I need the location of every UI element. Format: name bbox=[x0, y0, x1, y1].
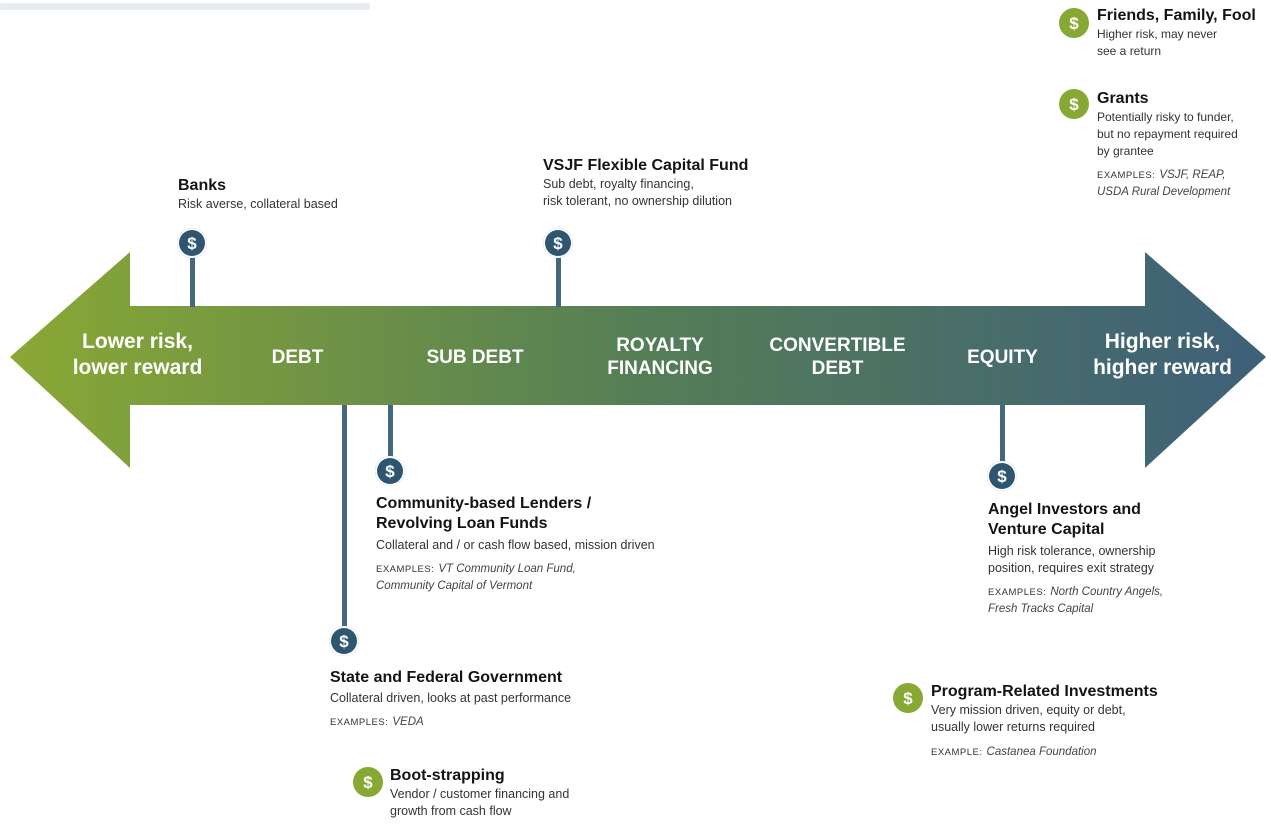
banks-stem bbox=[190, 255, 195, 307]
community-dollar-icon: $ bbox=[375, 456, 405, 486]
grants-examples: EXAMPLES:VSJF, REAP, bbox=[1097, 169, 1226, 181]
bootstrapping-callout: Boot-strapping Vendor / customer financi… bbox=[390, 767, 570, 818]
government-stem bbox=[342, 405, 347, 630]
pri-callout: Program-Related Investments Very mission… bbox=[931, 682, 1158, 761]
vsjf-dollar-icon: $ bbox=[543, 228, 573, 258]
grants-callout: Grants Potentially risky to funder, but … bbox=[1097, 90, 1238, 198]
government-examples: EXAMPLES:VEDA bbox=[330, 716, 424, 728]
left-end-label: Lower risk,lower reward bbox=[72, 330, 203, 379]
vsjf-stem bbox=[556, 255, 561, 307]
vsjf-callout: VSJF Flexible Capital Fund Sub debt, roy… bbox=[543, 157, 749, 208]
vsjf-title: VSJF Flexible Capital Fund bbox=[543, 157, 749, 174]
community-callout: Community-based Lenders / Revolving Loan… bbox=[376, 495, 655, 592]
right-end-label: Higher risk,higher reward bbox=[1093, 330, 1232, 379]
risk-spectrum-arrow bbox=[10, 252, 1266, 468]
banks-dollar-icon: $ bbox=[177, 228, 207, 258]
community-examples: EXAMPLES:VT Community Loan Fund, bbox=[376, 563, 576, 575]
friends-dollar-icon: $ bbox=[1059, 8, 1089, 38]
banks-desc: Risk averse, collateral based bbox=[178, 197, 338, 211]
friends-callout: Friends, Family, Fool Higher risk, may n… bbox=[1097, 7, 1256, 58]
category-equity: EQUITY bbox=[967, 347, 1038, 368]
grants-dollar-icon: $ bbox=[1059, 89, 1089, 119]
category-sub-debt: SUB DEBT bbox=[426, 347, 524, 368]
banks-title: Banks bbox=[178, 177, 227, 194]
category-debt: DEBT bbox=[271, 347, 324, 368]
arrow-body bbox=[10, 252, 1266, 468]
angel-dollar-icon: $ bbox=[987, 461, 1017, 491]
banks-callout: Banks Risk averse, collateral based bbox=[178, 176, 338, 213]
angel-stem bbox=[1000, 405, 1005, 465]
pri-dollar-icon: $ bbox=[893, 683, 923, 713]
government-callout: State and Federal Government Collateral … bbox=[330, 668, 571, 731]
angel-callout: Angel Investors and Venture Capital High… bbox=[988, 501, 1164, 615]
bootstrapping-dollar-icon: $ bbox=[353, 767, 383, 797]
community-stem bbox=[388, 405, 393, 460]
header-remnant bbox=[0, 0, 380, 14]
angel-examples: EXAMPLES:North Country Angels, bbox=[988, 586, 1164, 598]
government-dollar-icon: $ bbox=[329, 626, 359, 656]
pri-examples: EXAMPLE:Castanea Foundation bbox=[931, 746, 1097, 758]
